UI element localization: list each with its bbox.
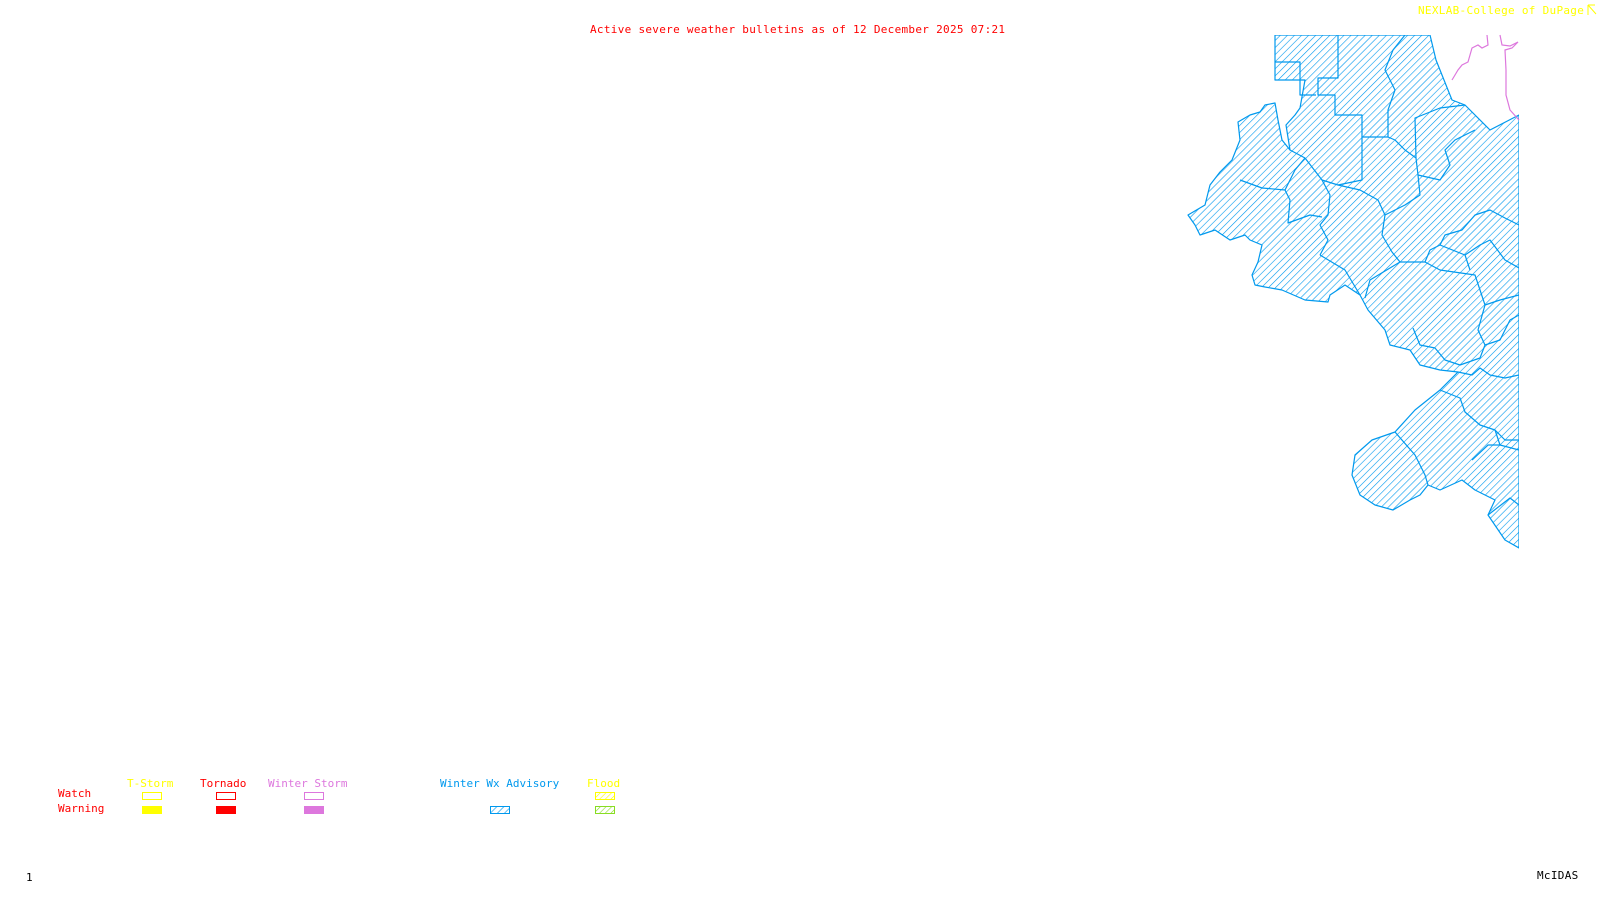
boundary-line xyxy=(1499,34,1520,121)
boundary-line xyxy=(1451,34,1489,81)
legend-row-watch: Watch xyxy=(58,787,92,800)
credit-label: NEXLAB-College of DuPage xyxy=(1418,4,1585,17)
advisory-zone-group xyxy=(1187,35,1519,549)
legend-label-flood: Flood xyxy=(587,777,621,790)
legend-swatch-winter-advisory xyxy=(490,806,510,814)
legend-swatch-winter-storm-warning xyxy=(304,806,324,814)
page-title: Active severe weather bulletins as of 12… xyxy=(590,23,1006,36)
legend-label-tornado: Tornado xyxy=(200,777,247,790)
legend-label-tstorm: T-Storm xyxy=(127,777,174,790)
legend-row-warning: Warning xyxy=(58,802,105,815)
software-label: McIDAS xyxy=(1537,869,1579,882)
county-borders xyxy=(1239,35,1519,516)
cursor-icon xyxy=(1587,4,1597,15)
legend-swatch-tornado-watch xyxy=(216,792,236,800)
legend-swatch-flood-watch xyxy=(595,792,615,800)
legend-swatch-tornado-warning xyxy=(216,806,236,814)
legend-swatch-tstorm-warning xyxy=(142,806,162,814)
frame-number: 1 xyxy=(26,871,33,884)
advisory-zone-area xyxy=(1187,35,1519,549)
legend-swatch-flood-warning xyxy=(595,806,615,814)
legend-swatch-tstorm-watch xyxy=(142,792,162,800)
legend-label-winter-advisory: Winter Wx Advisory xyxy=(440,777,560,790)
legend-swatch-winter-storm-watch xyxy=(304,792,324,800)
legend-label-winter-storm: Winter Storm xyxy=(268,777,348,790)
